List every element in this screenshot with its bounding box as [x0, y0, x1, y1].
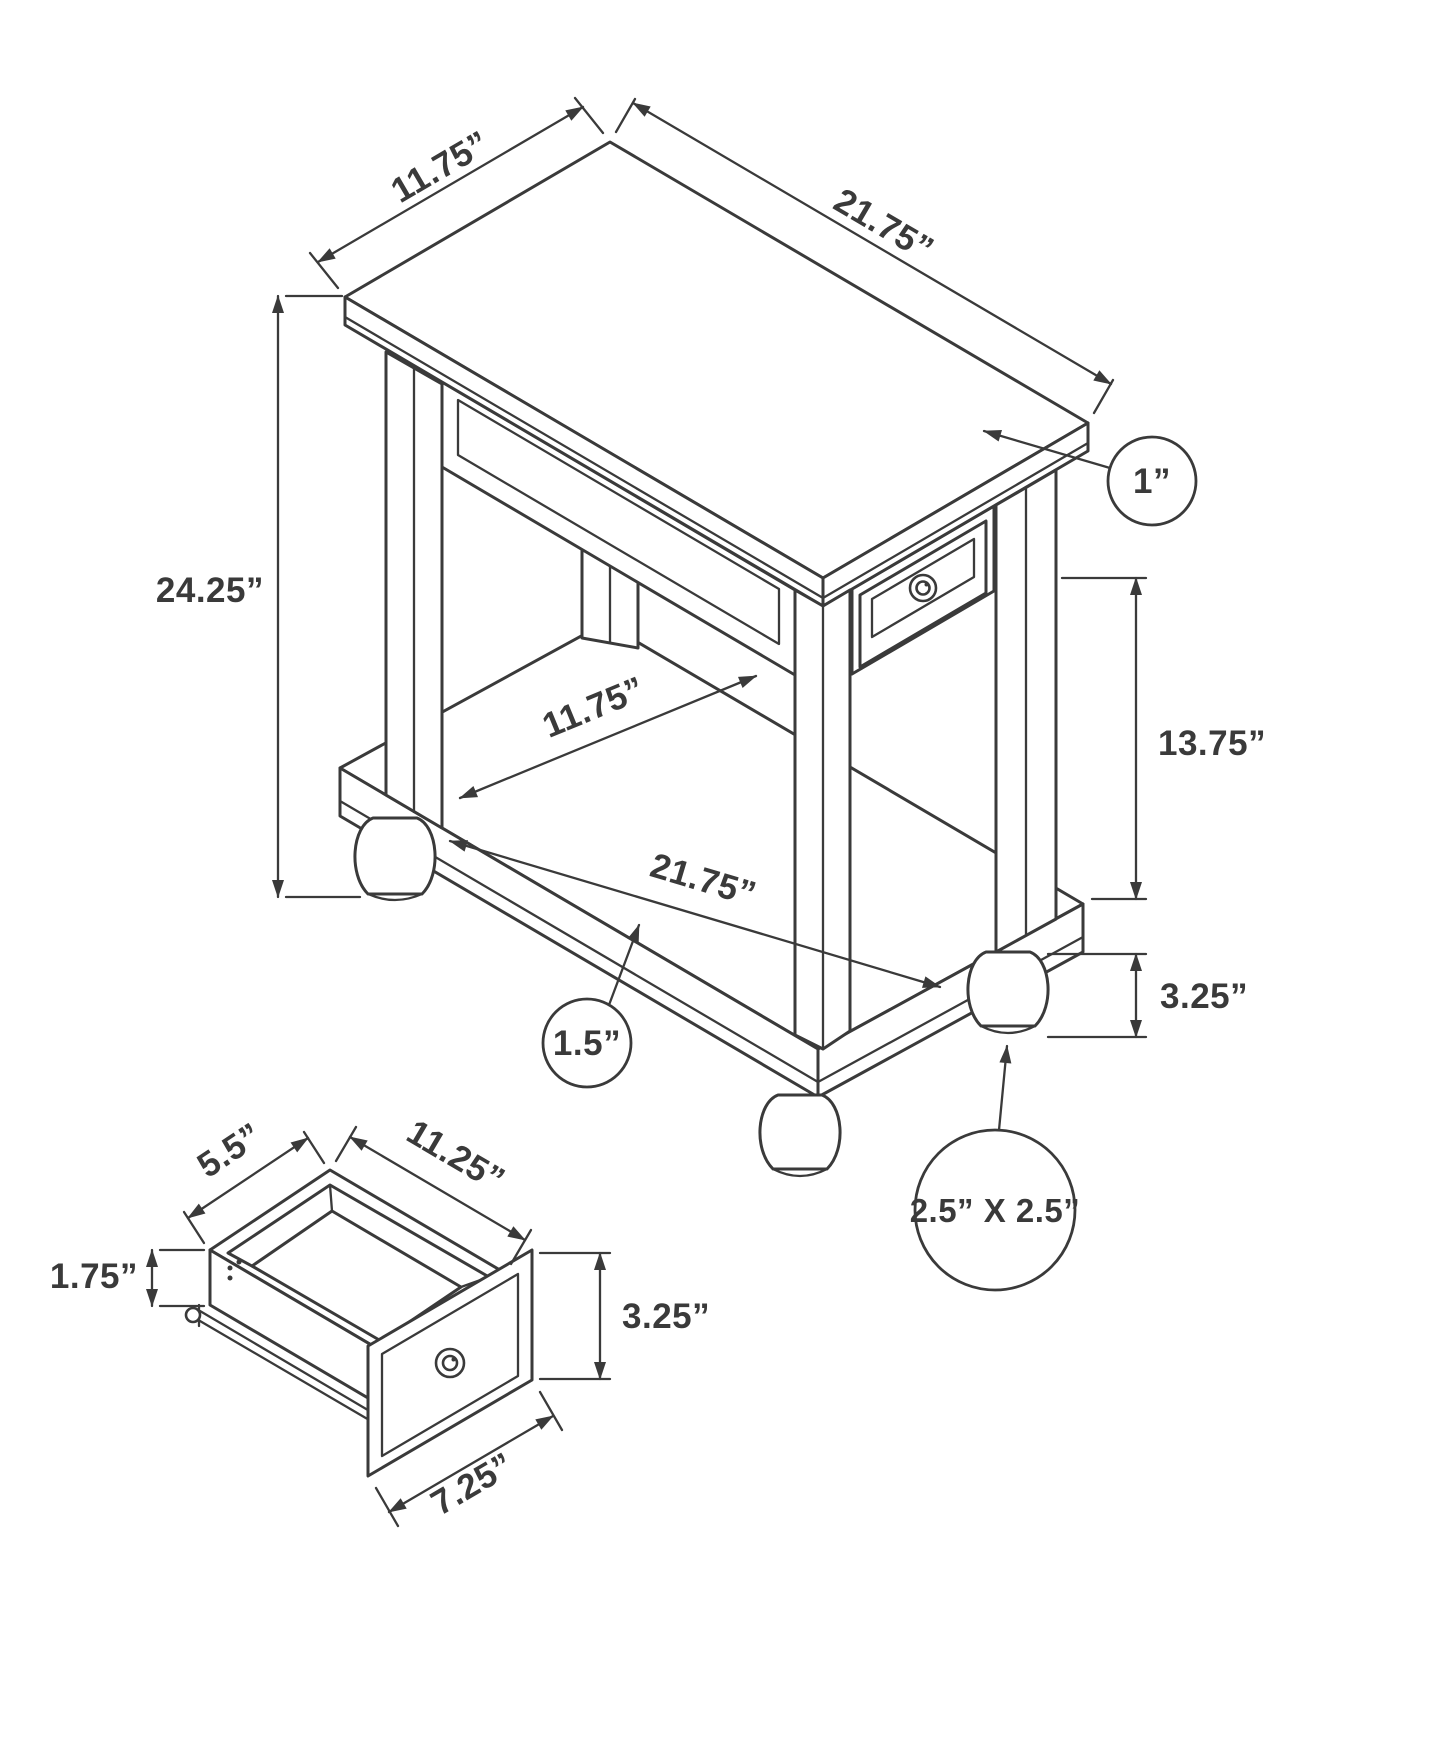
dim-overall-height-label: 24.25”	[156, 571, 264, 610]
dim-drawer-depth-label: 5.5”	[190, 1115, 268, 1185]
drawer-detail-drawing: 5.5” 11.25” 1.75” 3.25” 7.25”	[50, 1112, 710, 1528]
dim-top-length-label: 21.75”	[827, 181, 940, 269]
bun-foot-right	[966, 950, 1050, 1035]
dim-drawer-front-width-label: 7.25”	[424, 1445, 520, 1523]
tabletop-bevel-line	[343, 315, 1090, 600]
table-left-leg	[384, 350, 444, 830]
dim-drawer-side-height-label: 1.75”	[50, 1257, 138, 1296]
dim-shelf-thickness: 1.5”	[541, 923, 641, 1089]
dim-foot-height-label: 3.25”	[1160, 977, 1248, 1016]
dim-shelf-thickness-label: 1.5”	[553, 1024, 621, 1063]
dim-top-thickness-label: 1”	[1133, 462, 1171, 501]
drawer-slide-rail	[184, 1303, 380, 1426]
dim-overall-height: 24.25”	[156, 294, 362, 899]
dim-drawer-side-height: 1.75”	[50, 1248, 206, 1308]
drawer-knob-icon	[908, 573, 938, 603]
bun-foot-left	[353, 816, 437, 902]
dim-shelf-clearance-label: 13.75”	[1158, 724, 1266, 763]
table-drawer-face	[850, 504, 996, 676]
dim-foot-footprint-label: 2.5” X 2.5”	[910, 1192, 1081, 1229]
dim-top-thickness: 1”	[982, 429, 1198, 527]
dim-drawer-front-height-label: 3.25”	[622, 1297, 710, 1336]
drawer-front-panel-inset	[870, 537, 976, 639]
table-front-leg	[793, 588, 852, 1051]
drawer-detail-knob-icon	[434, 1347, 466, 1379]
bun-foot-front	[758, 1093, 842, 1178]
dim-drawer-front-height: 3.25”	[538, 1251, 710, 1381]
dim-foot-footprint: 2.5” X 2.5”	[910, 1044, 1081, 1292]
table-right-leg	[994, 468, 1058, 954]
dim-foot-height: 3.25”	[1046, 952, 1248, 1039]
table-drawing: 11.75” 21.75” 24.25” 1” 13.75”	[156, 96, 1266, 1292]
dim-shelf-clearance: 13.75”	[1060, 576, 1266, 901]
dim-drawer-length-label: 11.25”	[400, 1112, 511, 1199]
